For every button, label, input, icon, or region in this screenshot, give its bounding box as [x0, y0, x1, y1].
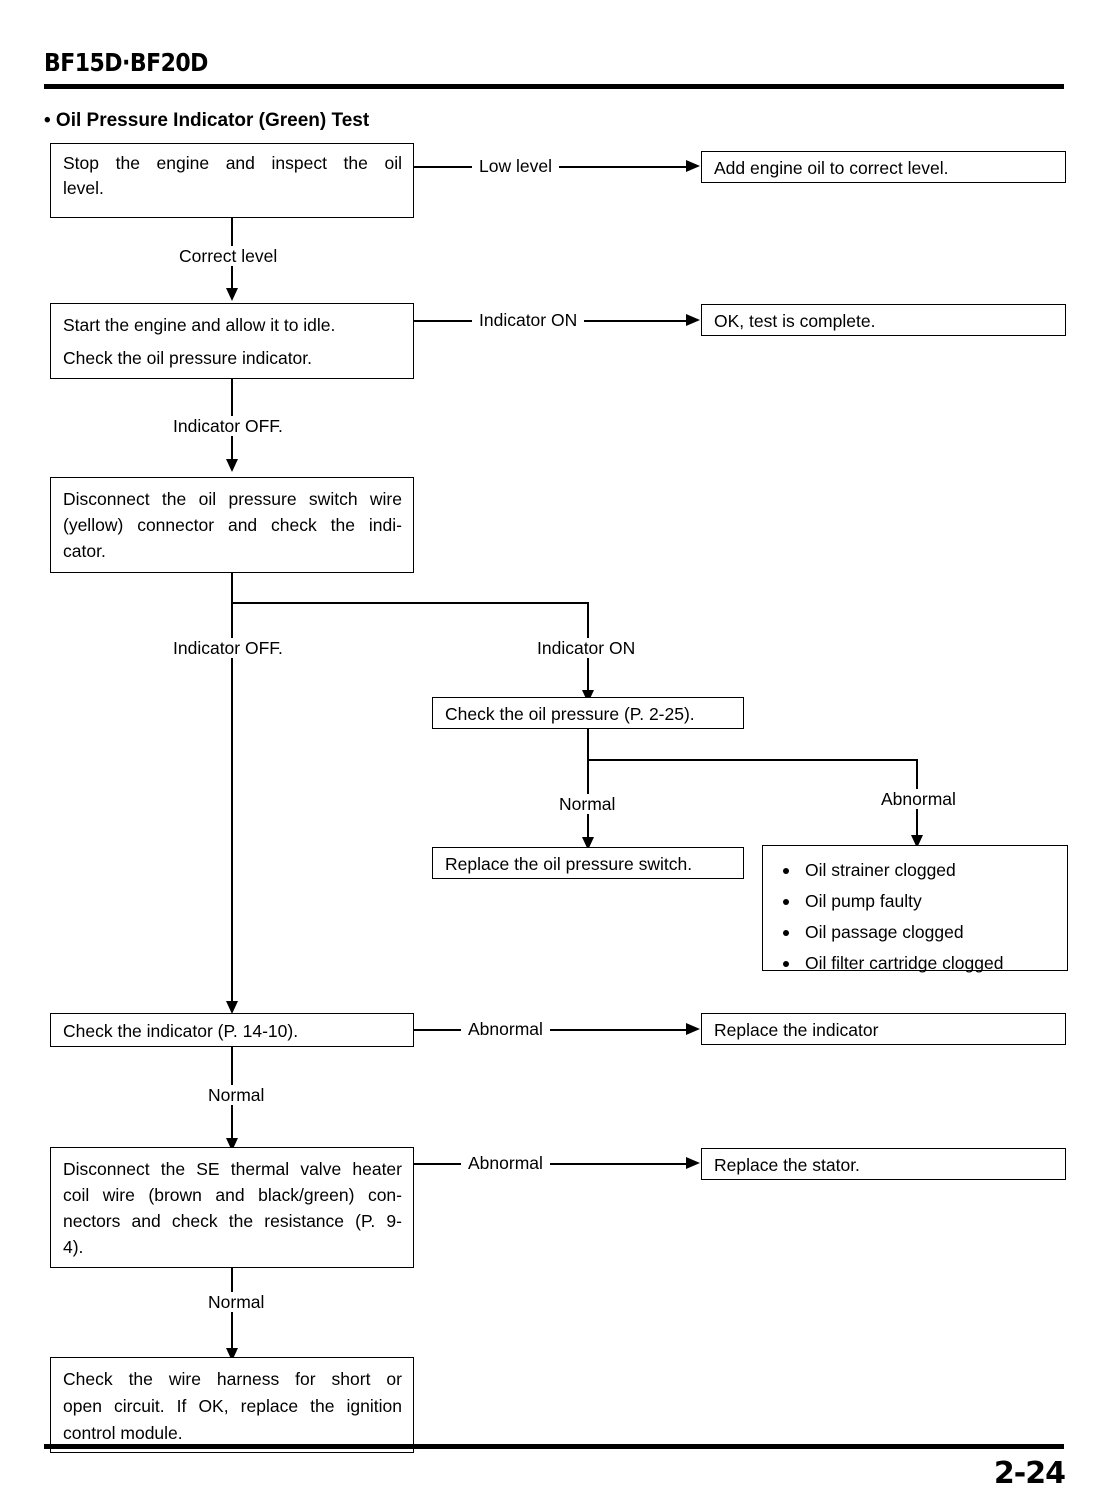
header-divider: [44, 84, 1064, 89]
box-disconnect-switch-line1: Disconnect the oil pressure switch wire: [63, 489, 402, 509]
arrow-abnormal-1: [911, 835, 923, 848]
arrow-indicator-on-1: [686, 314, 700, 326]
box-check-harness-line3: control module.: [63, 1423, 183, 1443]
box-disconnect-thermal-line1: Disconnect the SE thermal valve heater: [63, 1159, 402, 1179]
edge-label-abnormal-2: Abnormal: [461, 1019, 550, 1039]
box-replace-switch: Replace the oil pressure switch.: [432, 847, 744, 879]
edge-label-indicator-off-2: Indicator OFF.: [166, 638, 290, 658]
box-check-indicator: Check the indicator (P. 14-10).: [50, 1013, 414, 1047]
box-check-harness-line1: Check the wire harness for short or: [63, 1369, 402, 1389]
box-check-indicator-text: Check the indicator (P. 14-10).: [63, 1021, 299, 1041]
arrow-correct-level: [226, 288, 238, 301]
connector-abnormal-2: [414, 1029, 687, 1031]
box-start-engine: Start the engine and allow it to idle. C…: [50, 303, 414, 379]
box-disconnect-thermal-line2: coil wire (brown and black/green) con-: [63, 1185, 402, 1205]
box-stop-engine: Stop the engine and inspect the oil leve…: [50, 143, 414, 218]
box-start-engine-line2: Check the oil pressure indicator.: [63, 348, 313, 368]
box-disconnect-thermal-line4: 4).: [63, 1237, 84, 1257]
footer-divider: [44, 1444, 1064, 1449]
connector-split-bar-1: [231, 602, 589, 604]
connector-indicator-off-2: [231, 602, 233, 1005]
edge-label-indicator-on-2: Indicator ON: [530, 638, 643, 658]
box-disconnect-switch-line2: (yellow) connector and check the indi-: [63, 515, 402, 535]
edge-label-low-level: Low level: [472, 156, 559, 176]
edge-label-correct-level: Correct level: [172, 246, 285, 266]
connector-split-stem-2: [587, 729, 589, 761]
connector-split-stem-1: [231, 573, 233, 604]
edge-label-abnormal-3: Abnormal: [461, 1153, 550, 1173]
edge-label-normal-1: Normal: [552, 794, 623, 814]
box-replace-stator: Replace the stator.: [701, 1148, 1066, 1180]
section-title: • Oil Pressure Indicator (Green) Test: [44, 110, 370, 131]
arrow-abnormal-3: [686, 1157, 700, 1169]
box-start-engine-line1: Start the engine and allow it to idle.: [63, 315, 336, 335]
edge-label-abnormal-1: Abnormal: [874, 789, 963, 809]
list-item: Oil filter cartridge clogged: [777, 948, 1057, 979]
box-check-harness-line2: open circuit. If OK, replace the ignitio…: [63, 1396, 402, 1416]
box-disconnect-thermal-line3: nectors and check the resistance (P. 9-: [63, 1211, 402, 1231]
box-check-oil-pressure: Check the oil pressure (P. 2-25).: [432, 697, 744, 729]
edge-label-normal-3: Normal: [201, 1292, 272, 1312]
arrow-normal-1: [582, 837, 594, 850]
box-disconnect-switch: Disconnect the oil pressure switch wire …: [50, 477, 414, 573]
box-ok-complete-text: OK, test is complete.: [714, 311, 876, 331]
edge-label-indicator-on-1: Indicator ON: [472, 310, 585, 330]
box-stop-engine-line2: level.: [63, 178, 104, 198]
box-abnormal-causes: Oil strainer clogged Oil pump faulty Oil…: [762, 845, 1068, 973]
connector-split-bar-2: [587, 759, 918, 761]
arrow-indicator-off-2: [226, 1001, 238, 1014]
connector-abnormal-3: [414, 1163, 687, 1165]
box-add-oil: Add engine oil to correct level.: [701, 151, 1066, 183]
edge-label-indicator-off-1: Indicator OFF.: [166, 416, 290, 436]
list-item: Oil strainer clogged: [777, 855, 1057, 886]
arrow-indicator-off-1: [226, 459, 238, 472]
box-add-oil-text: Add engine oil to correct level.: [714, 158, 949, 178]
box-ok-complete: OK, test is complete.: [701, 304, 1066, 336]
box-check-harness: Check the wire harness for short or open…: [50, 1357, 414, 1453]
abnormal-causes-list: Oil strainer clogged Oil pump faulty Oil…: [777, 855, 1057, 979]
list-item: Oil pump faulty: [777, 886, 1057, 917]
box-stop-engine-line1: Stop the engine and inspect the oil: [63, 153, 402, 173]
box-disconnect-thermal: Disconnect the SE thermal valve heater c…: [50, 1147, 414, 1268]
box-replace-stator-text: Replace the stator.: [714, 1155, 860, 1175]
box-replace-switch-text: Replace the oil pressure switch.: [445, 854, 693, 874]
box-replace-indicator-text: Replace the indicator: [714, 1020, 879, 1040]
page-model-title: BF15D·BF20D: [44, 48, 208, 77]
page-number: 2-24: [993, 1456, 1066, 1491]
box-check-oil-pressure-text: Check the oil pressure (P. 2-25).: [445, 704, 695, 724]
list-item: Oil passage clogged: [777, 917, 1057, 948]
box-disconnect-switch-line3: cator.: [63, 541, 106, 561]
arrow-abnormal-2: [686, 1023, 700, 1035]
box-replace-indicator: Replace the indicator: [701, 1013, 1066, 1045]
edge-label-normal-2: Normal: [201, 1085, 272, 1105]
arrow-low-level: [686, 160, 700, 172]
